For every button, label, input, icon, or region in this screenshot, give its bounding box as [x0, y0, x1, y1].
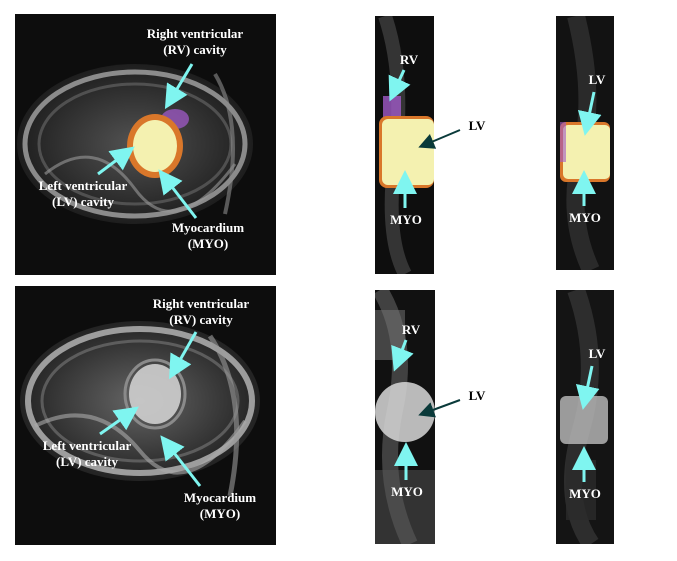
bottom-right-mri-image [556, 290, 614, 544]
bottom-middle-rv-label: RV [401, 322, 421, 337]
bottom-middle-mri-panel [375, 290, 435, 544]
top-right-mri-panel [556, 16, 614, 270]
myo-label-line1: Myocardium [171, 220, 245, 235]
bottom-left-mri-panel [15, 286, 276, 545]
myo-label: Myocardium (MYO) [158, 220, 258, 252]
bottom-right-lv-label: LV [588, 346, 606, 361]
bottom-lv-cavity-label-line2: (LV) cavity [56, 454, 118, 469]
myo-label-line2: (MYO) [187, 236, 229, 251]
bottom-myo-label-line1: Myocardium [183, 490, 257, 505]
top-right-lv-label: LV [588, 72, 606, 87]
bottom-right-myo-label: MYO [569, 486, 601, 501]
bottom-middle-mri-image [375, 290, 435, 544]
rv-cavity-label: Right ventricular (RV) cavity [130, 26, 260, 58]
bottom-rv-cavity-label-line2: (RV) cavity [169, 312, 233, 327]
bottom-lv-cavity-label: Left ventricular (LV) cavity [32, 438, 142, 470]
lv-cavity-label-line1: Left ventricular [38, 178, 128, 193]
lv-cavity-label-line2: (LV) cavity [52, 194, 114, 209]
top-middle-rv-label: RV [399, 52, 419, 67]
bottom-left-mri-image [15, 286, 276, 545]
rv-cavity-label-line1: Right ventricular [146, 26, 244, 41]
top-middle-lv-label: LV [468, 118, 486, 133]
top-right-myo-label: MYO [569, 210, 601, 225]
top-middle-myo-label: MYO [390, 212, 422, 227]
top-left-mri-panel [15, 14, 276, 275]
bottom-middle-myo-label: MYO [391, 484, 423, 499]
top-right-mri-image [556, 16, 614, 270]
lv-cavity-label: Left ventricular (LV) cavity [28, 178, 138, 210]
bottom-lv-cavity-label-line1: Left ventricular [42, 438, 132, 453]
bottom-myo-label-line2: (MYO) [199, 506, 241, 521]
bottom-myo-label: Myocardium (MYO) [170, 490, 270, 522]
bottom-middle-lv-label: LV [468, 388, 486, 403]
top-left-mri-image [15, 14, 276, 275]
rv-cavity-label-line2: (RV) cavity [163, 42, 227, 57]
bottom-right-mri-panel [556, 290, 614, 544]
bottom-rv-cavity-label-line1: Right ventricular [152, 296, 250, 311]
bottom-rv-cavity-label: Right ventricular (RV) cavity [136, 296, 266, 328]
